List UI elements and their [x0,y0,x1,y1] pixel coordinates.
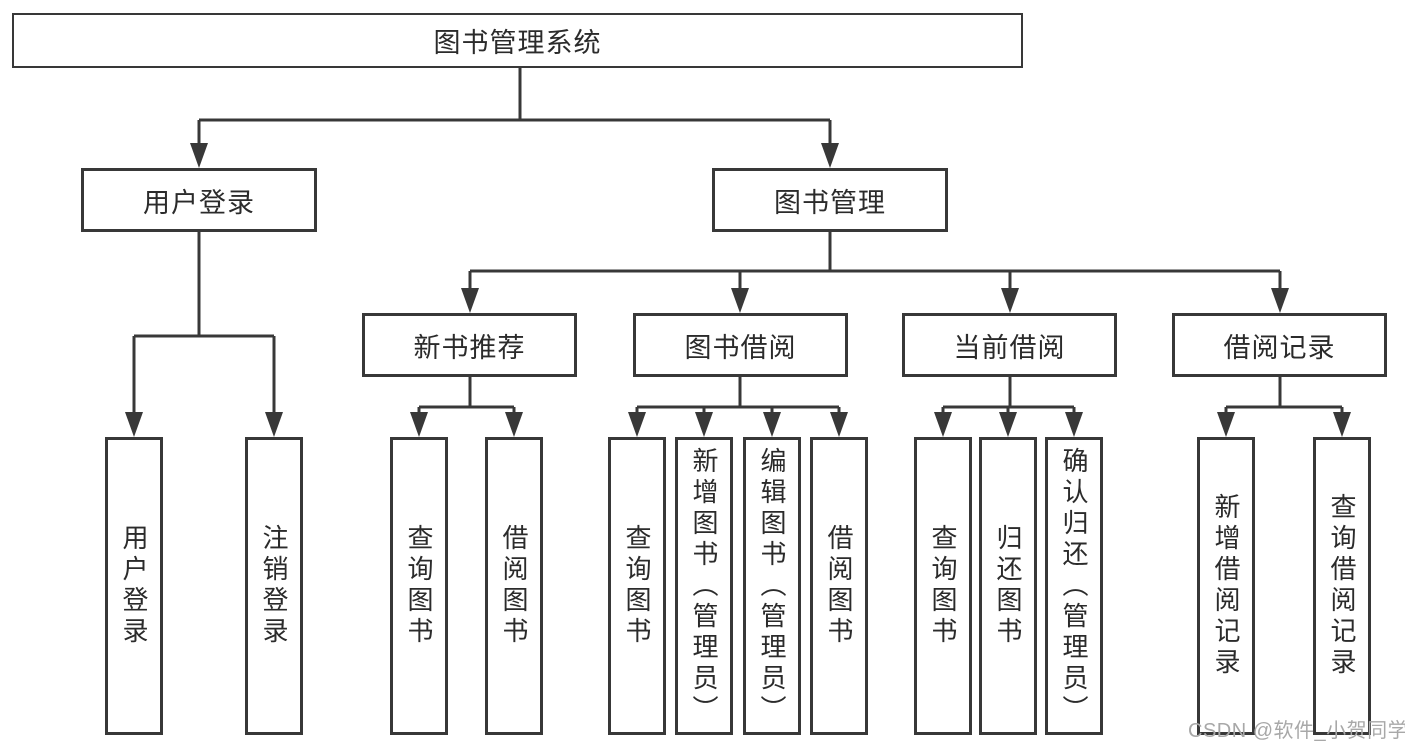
leaf-query-books-borrowing-label: 查询图书 [622,524,652,648]
leaf-query-books-recommend-label: 查询图书 [404,524,434,648]
leaf-confirm-return-admin-label: 确认归还（管理员） [1059,446,1089,726]
leaf-add-book-admin: 新增图书（管理员） [675,437,733,735]
leaf-borrow-books-recommend-label: 借阅图书 [499,524,529,648]
node-book-management-label: 图书管理 [774,187,886,218]
node-root-label: 图书管理系统 [433,28,602,58]
leaf-borrow-books: 借阅图书 [810,437,868,735]
leaf-query-books-current: 查询图书 [914,437,972,735]
leaf-logout: 注销登录 [245,437,303,735]
leaf-add-book-admin-label: 新增图书（管理员） [689,446,719,726]
leaf-return-book-label: 归还图书 [993,524,1023,648]
leaf-query-books-recommend: 查询图书 [390,437,448,735]
leaf-query-borrow-record: 查询借阅记录 [1313,437,1371,735]
leaf-query-borrow-record-label: 查询借阅记录 [1327,493,1357,679]
node-current-borrowing-label: 当前借阅 [953,332,1066,363]
node-current-borrowing: 当前借阅 [902,313,1117,377]
csdn-watermark: CSDN @软件_小贺同学 [1188,720,1405,742]
node-borrowing-records: 借阅记录 [1172,313,1387,377]
node-borrowing-records-label: 借阅记录 [1223,332,1336,363]
leaf-user-login-label: 用户登录 [119,524,149,648]
node-new-book-recommend-label: 新书推荐 [413,332,526,363]
leaf-borrow-books-label: 借阅图书 [824,524,854,648]
leaf-user-login: 用户登录 [105,437,163,735]
node-book-borrowing: 图书借阅 [633,313,848,377]
leaf-borrow-books-recommend: 借阅图书 [485,437,543,735]
leaf-return-book: 归还图书 [979,437,1037,735]
leaf-edit-book-admin-label: 编辑图书（管理员） [757,446,787,726]
node-user-login-label: 用户登录 [143,187,255,218]
leaf-add-borrow-record-label: 新增借阅记录 [1211,493,1241,679]
node-new-book-recommend: 新书推荐 [362,313,577,377]
leaf-confirm-return-admin: 确认归还（管理员） [1045,437,1103,735]
node-root-system: 图书管理系统 [12,13,1023,68]
leaf-add-borrow-record: 新增借阅记录 [1197,437,1255,735]
node-user-login: 用户登录 [81,168,317,232]
leaf-logout-label: 注销登录 [259,524,289,648]
leaf-edit-book-admin: 编辑图书（管理员） [743,437,801,735]
leaf-query-books-current-label: 查询图书 [928,524,958,648]
node-book-management: 图书管理 [712,168,948,232]
leaf-query-books-borrowing: 查询图书 [608,437,666,735]
node-book-borrowing-label: 图书借阅 [684,332,797,363]
